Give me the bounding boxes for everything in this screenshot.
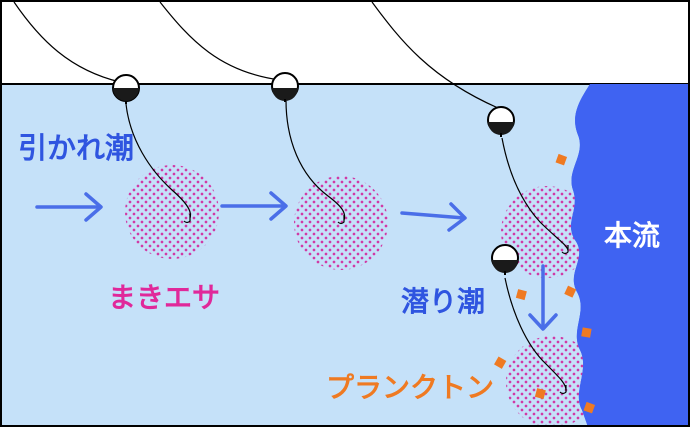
rod-lines: [13, 1, 499, 109]
arrow-icon: [528, 264, 558, 331]
float-icon: [487, 106, 515, 137]
float-icon: [112, 74, 140, 104]
drift-current-label: 引かれ潮: [18, 131, 134, 165]
hook-line-3: [501, 137, 569, 251]
sky-area: [0, 0, 690, 84]
arrow-icon: [220, 191, 288, 221]
dive-current-label: 潜り潮: [401, 285, 485, 318]
arrow-icon: [400, 202, 467, 232]
chum-cloud-4: [506, 336, 598, 426]
chum-cloud-1: [125, 165, 219, 259]
hook-line-1: [125, 103, 192, 219]
hook-line-4: [504, 277, 567, 391]
float-icon: [271, 72, 299, 102]
rod-line-1: [13, 1, 121, 83]
hook-icon: [559, 385, 567, 395]
rod-line-3: [371, 1, 499, 109]
hook-icon: [561, 245, 569, 255]
rod-line-2: [159, 1, 281, 81]
chum-label: まきエサ: [108, 281, 220, 314]
arrow-icon: [35, 192, 103, 222]
chum-cloud-3: [501, 186, 593, 278]
hooks: [183, 214, 569, 395]
hook-line-2: [285, 99, 346, 221]
float-icon: [491, 244, 519, 275]
main-current-overlay: [571, 84, 690, 427]
plankton-label: プランクトン: [326, 371, 494, 404]
hook-icon: [183, 214, 191, 224]
plankton-particles: [494, 153, 596, 414]
hook-lines: [125, 99, 569, 391]
main-current-label: 本流: [604, 219, 660, 252]
chum-clouds: [125, 165, 598, 426]
hook-icon: [337, 215, 345, 225]
